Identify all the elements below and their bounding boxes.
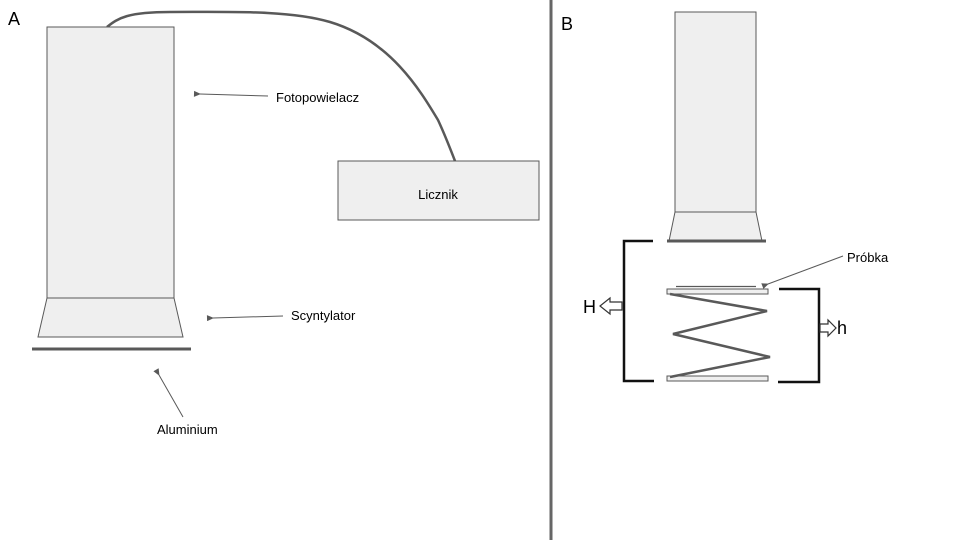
label-big-h: H [583,297,596,317]
sample-label: Próbka [847,250,889,265]
photomultiplier-tube [46,26,175,299]
spring [669,292,771,379]
scintillator-label: Scyntylator [291,308,356,323]
panel-a-letter: A [8,9,20,29]
scintillator-b [668,211,763,242]
scintillator [37,297,184,338]
label-small-h: h [837,318,847,338]
bracket-small-h [778,287,821,384]
scintillator-arrow [206,315,284,322]
arrow-big-h [599,296,623,316]
bracket-big-h [622,239,654,383]
sample-arrow [761,255,844,289]
photomultiplier-arrow [193,90,269,97]
panel-b-letter: B [561,14,573,34]
base-plate [666,375,769,382]
aluminium-arrow [153,368,184,418]
sample-plate [666,288,769,295]
photomultiplier-tube-b [674,11,757,213]
counter-box [337,160,540,221]
aluminium-label: Aluminium [157,422,218,437]
photomultiplier-label: Fotopowielacz [276,90,359,105]
signal-cable [106,10,457,162]
counter-label: Licznik [418,187,458,202]
arrow-small-h [819,318,837,338]
